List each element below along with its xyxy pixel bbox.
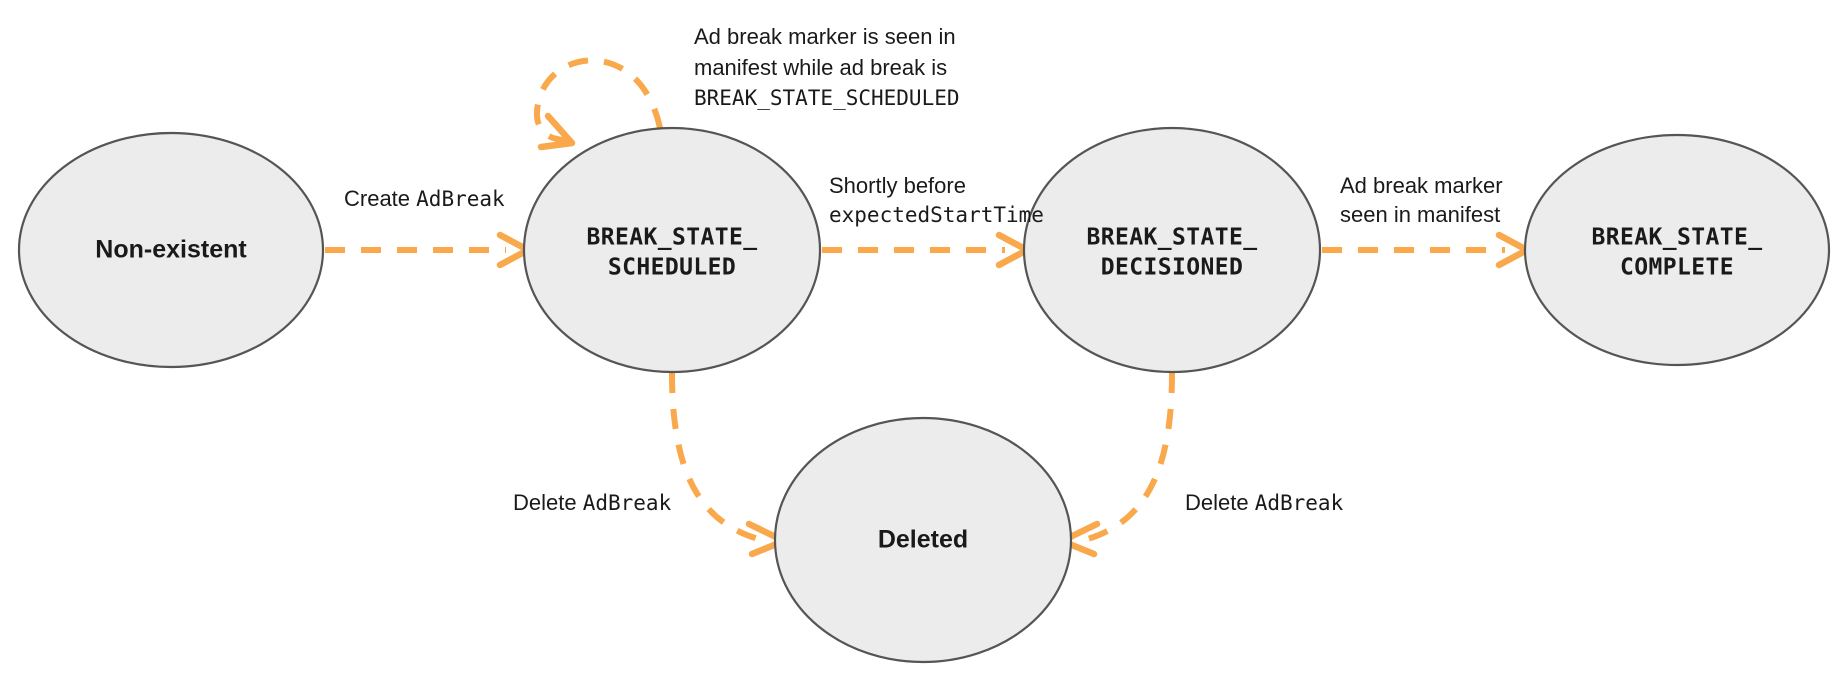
node-break-state-complete-label-line2: COMPLETE	[1620, 255, 1734, 281]
edge-label-delete-from-scheduled-part-1: AdBreak	[583, 491, 672, 515]
node-break-state-scheduled-label-line2: SCHEDULED	[608, 255, 736, 281]
node-break-state-complete-shape[interactable]	[1523, 133, 1831, 367]
edge-delete-from-scheduled	[669, 372, 788, 558]
edge-label-delete-from-decisioned-part-1: AdBreak	[1255, 491, 1344, 515]
edge-label-delete-from-decisioned-text: Delete AdBreak	[1185, 490, 1344, 515]
edge-label-delete-from-scheduled-part-0: Delete	[513, 490, 583, 515]
edge-label-delete-from-decisioned: Delete AdBreak	[1185, 490, 1344, 515]
edge-create-adbreak	[325, 231, 532, 269]
edge-label-create-adbreak: Create AdBreak	[344, 186, 505, 211]
edge-label-shortly-before-line1: Shortly before	[829, 173, 966, 198]
edge-marker-seen-in-manifest	[1322, 231, 1531, 269]
node-deleted-label: Deleted	[878, 526, 968, 554]
node-break-state-decisioned-label-line1: BREAK_STATE_	[1087, 225, 1258, 251]
node-break-state-scheduled[interactable]: BREAK_STATE_ SCHEDULED	[522, 126, 822, 374]
edge-label-shortly-before-line2: expectedStartTime	[829, 203, 1044, 227]
node-non-existent[interactable]: Non-existent	[17, 131, 325, 369]
node-break-state-scheduled-label-line1: BREAK_STATE_	[587, 225, 758, 251]
edge-label-marker-seen-in-manifest-line1: Ad break marker	[1340, 173, 1503, 198]
edge-label-scheduled-self-loop-line1: Ad break marker is seen in	[694, 24, 956, 49]
edge-label-shortly-before: Shortly before expectedStartTime	[829, 173, 1044, 227]
edge-label-create-adbreak-part-1: AdBreak	[416, 187, 505, 211]
node-non-existent-label: Non-existent	[95, 236, 247, 264]
edge-scheduled-self-loop	[533, 57, 663, 151]
edge-label-scheduled-self-loop: Ad break marker is seen in manifest whil…	[694, 24, 960, 110]
node-break-state-complete[interactable]: BREAK_STATE_ COMPLETE	[1523, 133, 1831, 367]
node-deleted-shape[interactable]	[773, 416, 1073, 664]
edge-scheduled-self-loop-line	[533, 57, 663, 143]
edge-shortly-before	[822, 231, 1031, 269]
node-break-state-decisioned-shape[interactable]	[1022, 126, 1322, 374]
edge-label-marker-seen-in-manifest: Ad break marker seen in manifest	[1340, 173, 1503, 227]
edge-label-scheduled-self-loop-line3: BREAK_STATE_SCHEDULED	[694, 86, 960, 110]
edge-label-scheduled-self-loop-line2: manifest while ad break is	[694, 55, 947, 80]
edge-label-create-adbreak-part-0: Create	[344, 186, 416, 211]
node-break-state-complete-label-line1: BREAK_STATE_	[1592, 225, 1763, 251]
node-break-state-scheduled-shape[interactable]	[522, 126, 822, 374]
edge-label-create-adbreak-text: Create AdBreak	[344, 186, 505, 211]
node-deleted[interactable]: Deleted	[773, 416, 1073, 664]
edge-label-delete-from-scheduled: Delete AdBreak	[513, 490, 672, 515]
edge-delete-from-decisioned-line	[1083, 372, 1175, 543]
node-break-state-decisioned-label-line2: DECISIONED	[1101, 255, 1243, 281]
edge-scheduled-self-loop-arrowhead	[537, 112, 576, 151]
edge-delete-from-scheduled-line	[669, 372, 763, 543]
edge-label-delete-from-decisioned-part-0: Delete	[1185, 490, 1255, 515]
edge-delete-from-decisioned	[1058, 372, 1175, 558]
node-break-state-decisioned[interactable]: BREAK_STATE_ DECISIONED	[1022, 126, 1322, 374]
edge-label-marker-seen-in-manifest-line2: seen in manifest	[1340, 202, 1500, 227]
node-non-existent-shape[interactable]	[17, 131, 325, 369]
edge-label-delete-from-scheduled-text: Delete AdBreak	[513, 490, 672, 515]
